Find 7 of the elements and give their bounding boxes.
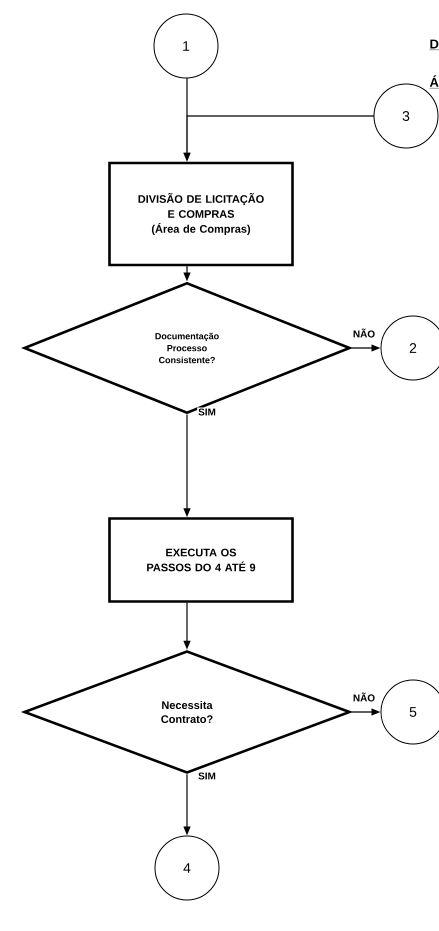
heading-fragment: D	[429, 40, 439, 50]
process-box: EXECUTA OS PASSOS DO 4 ATÉ 9	[108, 517, 294, 603]
edge-label: SIM	[197, 771, 217, 781]
edge-label: SIM	[197, 407, 217, 417]
edge-label: NÃO	[352, 328, 376, 338]
process-box: DIVISÃO DE LICITAÇÃO E COMPRAS (Área de Compras)	[108, 162, 294, 266]
edge-label: NÃO	[352, 692, 376, 702]
